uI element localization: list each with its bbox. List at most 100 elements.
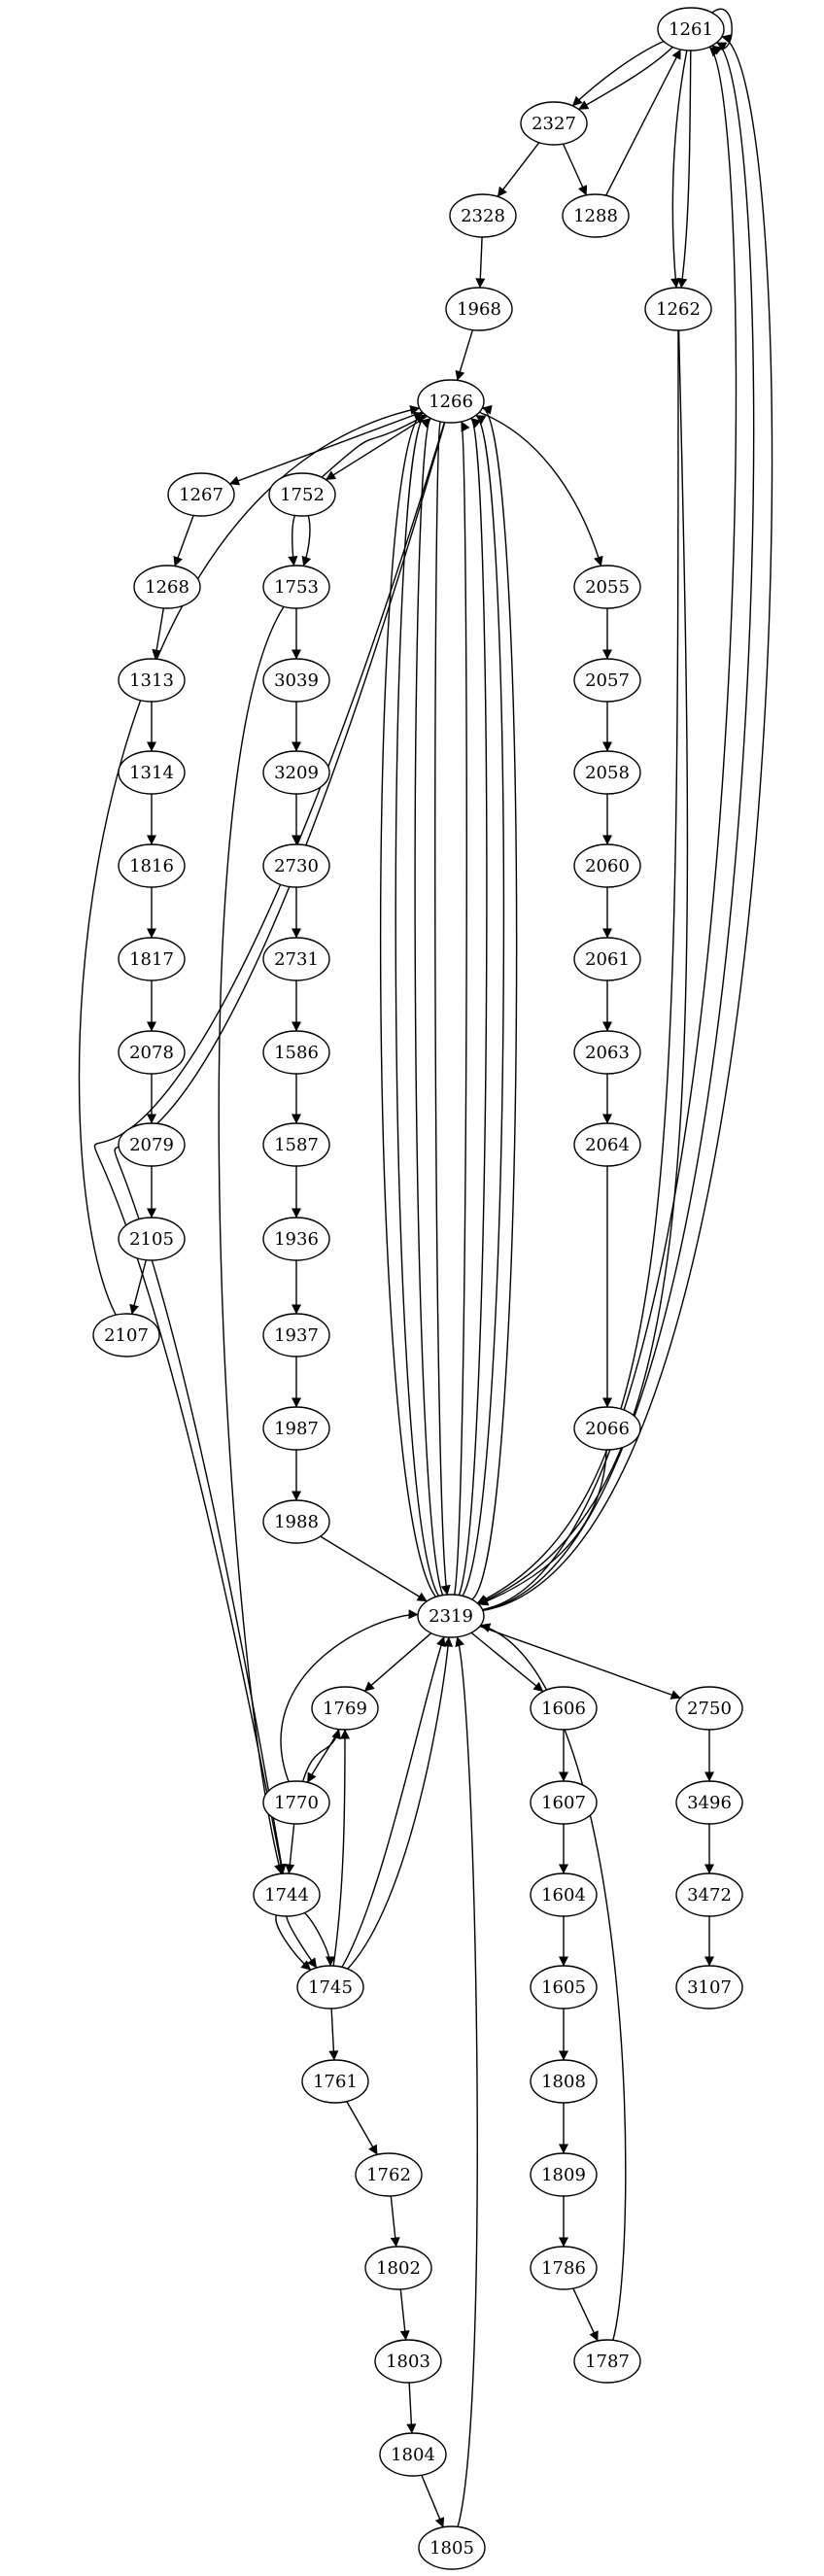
node-label: 1261 — [669, 19, 713, 40]
node-1805: 1805 — [418, 2525, 486, 2570]
node-label: 2061 — [585, 949, 630, 970]
edge-2319-to-1266 — [458, 417, 488, 1596]
node-1761: 1761 — [301, 2059, 369, 2104]
node-label: 1968 — [457, 299, 501, 320]
node-label: 1936 — [274, 1229, 319, 1250]
node-1744: 1744 — [253, 1872, 321, 1917]
edge-1261-to-1262 — [677, 50, 692, 289]
edge-1744-to-1745 — [303, 1911, 335, 1967]
node-ellipse — [268, 472, 336, 517]
node-label: 1752 — [280, 485, 325, 505]
node-ellipse — [262, 1030, 330, 1075]
edge-2319-to-1266 — [453, 421, 470, 1596]
node-ellipse — [573, 1030, 641, 1075]
node-3107: 3107 — [675, 1965, 743, 2009]
node-ellipse — [92, 1313, 160, 1357]
node-1817: 1817 — [118, 937, 186, 981]
edge-1770-to-1744 — [285, 1823, 295, 1874]
node-label: 2105 — [129, 1229, 174, 1250]
edge-2319-to-1261 — [482, 34, 773, 1612]
node-label: 3209 — [274, 763, 319, 783]
node-ellipse — [133, 565, 201, 609]
node-ellipse — [530, 1780, 598, 1825]
node-ellipse — [573, 937, 641, 981]
node-ellipse — [118, 1122, 186, 1167]
node-label: 1313 — [129, 670, 174, 691]
node-label: 2750 — [687, 1699, 732, 1719]
node-label: 1762 — [366, 2165, 411, 2185]
node-ellipse — [573, 1406, 641, 1451]
node-label: 2055 — [585, 577, 630, 598]
edge-1261-to-2327 — [578, 46, 673, 111]
node-label: 1753 — [274, 577, 319, 598]
node-ellipse — [445, 287, 513, 331]
node-label: 1268 — [145, 577, 189, 598]
node-2060: 2060 — [573, 843, 641, 888]
node-1262: 1262 — [644, 287, 712, 331]
node-label: 1604 — [541, 1885, 586, 1906]
edge-1266-to-1752 — [325, 415, 428, 481]
node-label: 1745 — [308, 1977, 353, 1998]
edge-1752-to-1753 — [301, 515, 312, 567]
node-2055: 2055 — [573, 565, 641, 609]
node-ellipse — [262, 1406, 330, 1451]
node-label: 3496 — [687, 1793, 732, 1813]
edge-2319-to-2750 — [479, 1625, 681, 1700]
node-ellipse — [573, 1122, 641, 1167]
node-ellipse — [262, 1313, 330, 1357]
node-label: 2327 — [532, 114, 576, 134]
edge-2319-to-1266 — [471, 405, 518, 1600]
node-1314: 1314 — [118, 750, 186, 795]
node-ellipse — [167, 472, 235, 517]
node-1802: 1802 — [364, 2246, 432, 2290]
edge-2319-to-1266 — [395, 414, 440, 1597]
node-2327: 2327 — [520, 101, 588, 146]
node-2107: 2107 — [92, 1313, 160, 1357]
edge-layer — [78, 8, 773, 2528]
edge-1267-to-1268 — [173, 515, 194, 567]
node-2731: 2731 — [262, 937, 330, 981]
node-label: 1266 — [429, 392, 473, 412]
node-ellipse — [296, 1965, 364, 2009]
node-2328: 2328 — [449, 193, 517, 238]
node-1968: 1968 — [445, 287, 513, 331]
node-1586: 1586 — [262, 1030, 330, 1075]
node-ellipse — [520, 101, 588, 146]
edge-1744-to-1745 — [286, 1915, 318, 1969]
edge-1787-to-2319 — [480, 1623, 627, 2341]
node-ellipse — [118, 937, 186, 981]
edge-2319-to-1769 — [363, 1632, 432, 1692]
node-2057: 2057 — [573, 658, 641, 703]
edge-2319-to-1606 — [470, 1631, 544, 1693]
node-label: 2319 — [429, 1606, 473, 1627]
edge-2319-to-1261 — [482, 42, 755, 1611]
node-1936: 1936 — [262, 1217, 330, 1261]
node-1587: 1587 — [262, 1122, 330, 1167]
node-ellipse — [417, 1594, 485, 1638]
node-label: 1262 — [656, 299, 701, 320]
node-label: 2079 — [129, 1135, 174, 1155]
node-label: 2066 — [585, 1419, 630, 1439]
node-2750: 2750 — [675, 1686, 743, 1731]
node-label: 1988 — [274, 1512, 319, 1532]
node-1745: 1745 — [296, 1965, 364, 2009]
node-1816: 1816 — [118, 843, 186, 888]
node-ellipse — [573, 750, 641, 795]
edge-1268-to-1313 — [152, 607, 165, 660]
node-label: 1937 — [274, 1325, 319, 1346]
node-1606: 1606 — [530, 1686, 598, 1731]
node-2064: 2064 — [573, 1122, 641, 1167]
node-ellipse — [573, 2339, 641, 2384]
node-ellipse — [530, 2246, 598, 2290]
node-3496: 3496 — [675, 1780, 743, 1825]
node-label: 1761 — [313, 2072, 358, 2092]
node-1803: 1803 — [374, 2339, 442, 2384]
node-label: 1802 — [376, 2258, 421, 2279]
node-label: 1607 — [541, 1793, 586, 1813]
node-1787: 1787 — [573, 2339, 641, 2384]
edge-1804-to-1805 — [421, 2474, 445, 2528]
node-2105: 2105 — [118, 1217, 186, 1261]
node-ellipse — [530, 1965, 598, 2009]
node-label: 2057 — [585, 670, 630, 691]
edge-2319-to-1266 — [462, 414, 505, 1597]
